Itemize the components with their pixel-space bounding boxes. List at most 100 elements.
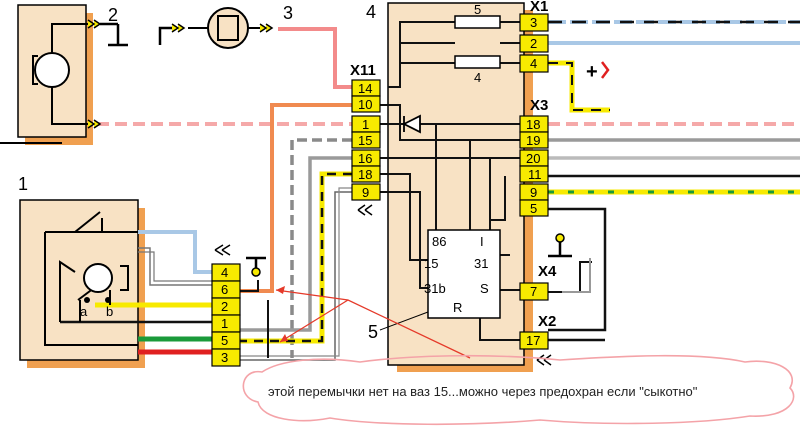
relay-pin-31b: 31b [424,281,446,296]
x2-pin [519,331,549,350]
x11-pin-label: 16 [358,151,372,166]
x1-connector: 3 2 4 [519,13,549,73]
chevron-icon [259,23,274,33]
motor-1-circuit [44,211,138,346]
wire-yellow-black-dash [240,172,352,343]
x11-pin-label: 9 [362,185,369,200]
annotation-arrows [275,289,471,359]
fuse-5-label: 5 [474,2,481,17]
left-pin-label: 2 [221,299,228,314]
x11-pin [351,95,381,113]
relay-pin-I: I [480,234,484,249]
wire-white-grey [240,191,352,361]
annotation-text: этой перемычки нет на ваз 15...можно чер… [268,384,698,399]
block-1-motor-box [19,199,139,361]
wire-pink-top [278,27,352,89]
x3-pin [519,131,549,149]
x4-label: X4 [538,263,557,280]
relay-pin-31: 31 [474,256,488,271]
block-3-label: 3 [283,3,293,23]
x11-pin-label: 14 [358,81,372,96]
wire-grey-2 [240,156,352,332]
motor-1-term-a [84,297,90,303]
left-connector: 4 6 2 1 5 3 [211,263,241,367]
x4-pin [519,282,549,301]
wire-white-loop [138,247,212,286]
element-3-resistor [217,15,239,41]
x1-label: X1 [530,0,548,15]
relay-5-label: 5 [368,322,378,342]
wire-white-grey-2 [240,187,352,357]
x1-pin [519,54,549,73]
diode-icon [401,114,421,134]
x11-pin [351,131,381,149]
x1-pin-label: 2 [530,36,537,51]
x11-pin [351,183,381,201]
x1-pin [519,34,549,53]
left-pin-label: 3 [221,350,228,365]
relay-5-box [427,229,501,319]
left-connector-pin [211,348,241,367]
x2-pin-label: 17 [526,333,540,348]
left-pin-label: 6 [221,282,228,297]
arrow-head-icon [276,286,285,294]
arrow-right-icon [536,354,552,366]
arrow-head-icon [280,334,288,342]
wire-lightblue [138,230,212,274]
relay-pin-15: 15 [424,256,438,271]
motor-2-icon [34,52,70,88]
wire-black-ground-6 [240,280,259,292]
chevron-icon [171,23,186,33]
switch-2-ground [100,22,128,47]
wire-yellow-right-dash [548,62,610,111]
x11-pin-label: 10 [358,97,372,112]
chevron-icon [87,119,102,129]
x3-pin-label: 20 [526,151,540,166]
ground-symbol-dot [251,267,261,277]
left-pin-label: 5 [221,333,228,348]
x11-pin-label: 1 [362,117,369,132]
wire-yellow-right [548,60,610,113]
x3-label: X3 [530,97,548,114]
x3-pin [519,165,549,183]
left-pin-label: 1 [221,316,228,331]
motor-1-b-label: b [106,304,113,319]
x3-pin [519,199,549,217]
x3-pin-label: 9 [530,185,537,200]
wire-black-right-5 [548,207,607,332]
motor-2-brush [32,55,38,85]
arrow-left-icon [357,204,373,216]
x2-label: X2 [538,313,556,330]
x1-pin-label: 3 [530,15,537,30]
x11-pin-label: 15 [358,133,372,148]
x3-connector: 18 19 20 11 9 5 [519,115,549,217]
chevron-icon [87,19,102,29]
fuse-5 [454,15,501,29]
relay-pin-R: R [453,300,462,315]
relay-pin-86: 86 [432,234,446,249]
block-4-label: 4 [366,2,376,22]
motor-1-a-label: a [80,304,88,319]
x3-pin-label: 18 [526,117,540,132]
x11-pin-label: 18 [358,167,372,182]
arrow-left-icon [214,244,231,256]
fuse-4 [454,55,501,69]
block-1-label: 1 [18,174,28,194]
annotation-cloud [242,354,795,426]
x4-pin-label: 7 [530,284,537,299]
x3-pin-label: 11 [528,167,542,182]
relay-internal-wiring [378,21,520,341]
x11-label: X11 [350,62,376,79]
fuse-4-label: 4 [474,70,481,85]
x1-pin [519,13,549,32]
x1-pin-label: 4 [530,56,537,71]
x3-pin-label: 19 [526,133,540,148]
block-2-label: 2 [108,5,118,25]
plus-sign-red [601,61,610,79]
plus-sign: + [586,61,598,83]
motor-2-lines [51,23,88,125]
left-pin-label: 4 [221,265,228,280]
ground-symbol-right-dot [555,233,565,243]
relay-pin-S: S [480,281,489,296]
